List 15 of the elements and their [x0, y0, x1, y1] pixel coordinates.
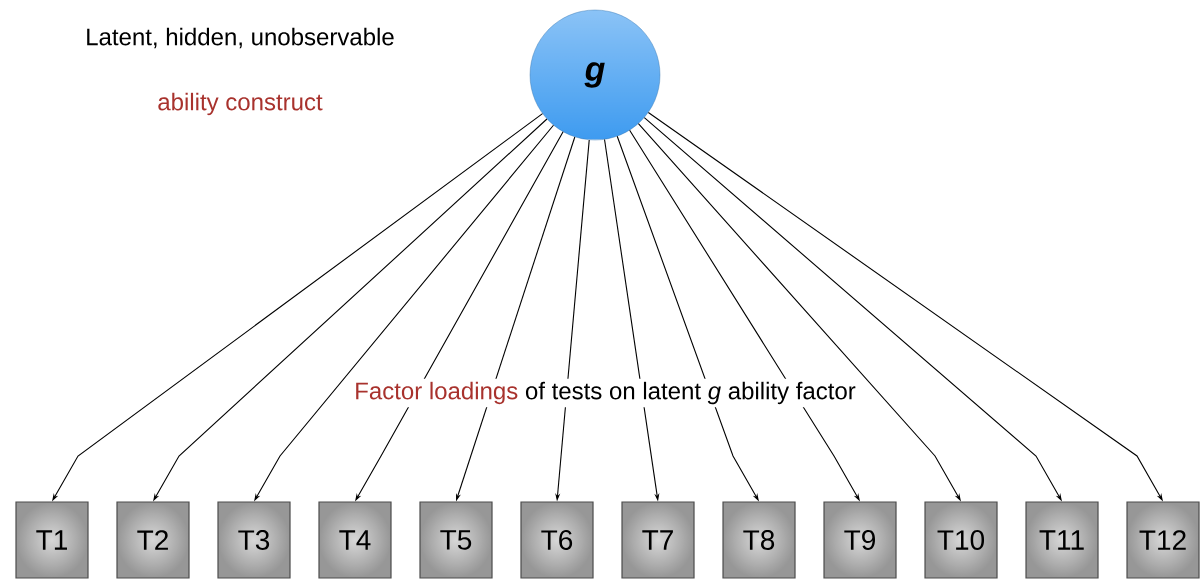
test-box: T11 — [1025, 501, 1099, 579]
test-box: T2 — [116, 501, 190, 579]
test-box: T7 — [621, 501, 695, 579]
test-box: T1 — [15, 501, 89, 579]
test-box: T3 — [217, 501, 291, 579]
test-box: T5 — [419, 501, 493, 579]
test-box: T4 — [318, 501, 392, 579]
annotation-text: Factor loadings of tests on latent g ability factor — [351, 378, 859, 408]
test-box: T9 — [823, 501, 897, 579]
note-text: Latent, hidden, unobservable — [87, 27, 394, 49]
test-box: T8 — [722, 501, 796, 579]
note-text: ability construct — [158, 92, 323, 116]
test-box: T12 — [1126, 501, 1200, 579]
test-box: T10 — [924, 501, 998, 579]
test-box: T6 — [520, 501, 594, 579]
